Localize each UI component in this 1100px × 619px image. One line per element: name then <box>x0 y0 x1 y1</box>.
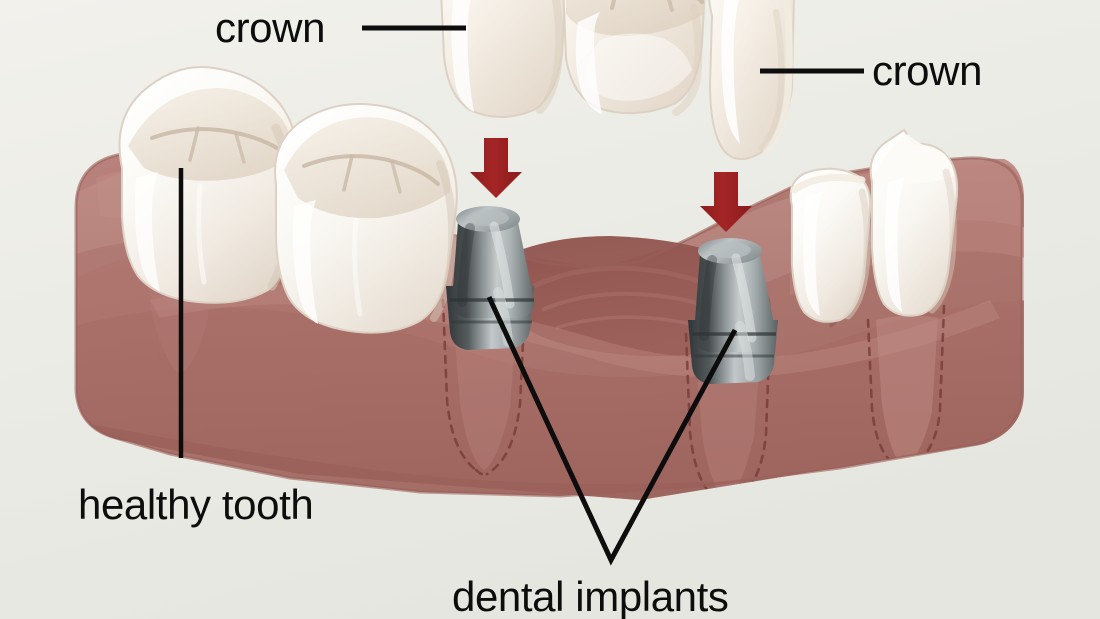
bridge-pontic-groove-b1 <box>610 0 617 10</box>
molar-1-groove-branch <box>188 126 200 162</box>
label-crown-right: crown <box>872 47 982 94</box>
text-labels: crown crown healthy tooth dental implant… <box>78 4 982 619</box>
healthy-teeth-group <box>118 66 458 334</box>
label-crown-left: crown <box>215 4 325 51</box>
implant-left-top-inner <box>467 210 509 226</box>
root-outline-left <box>441 298 478 472</box>
arrow-down-right <box>700 172 752 232</box>
bridge-pontic-middle <box>562 0 706 116</box>
label-healthy-tooth: healthy tooth <box>78 481 313 528</box>
molar-1-highlight-2 <box>196 183 207 285</box>
bridge-crown-right-highlight <box>721 0 740 144</box>
molar-2-contact-shadow <box>430 160 457 322</box>
right-teeth-group <box>789 128 959 323</box>
root-outline-left-base <box>474 468 489 476</box>
molar-2-groove-main <box>302 154 440 186</box>
right-tooth-1-highlight <box>803 192 822 316</box>
right-tooth-1-incisal <box>790 174 866 194</box>
bridge-crown-left <box>440 0 566 118</box>
right-tooth-2-shadow <box>928 168 957 314</box>
molar-1-occlusal <box>128 88 293 181</box>
molar-1-groove-branch2 <box>234 132 246 164</box>
molar-2-highlight <box>292 200 318 324</box>
right-tooth-2 <box>869 128 959 317</box>
implant-right-body <box>693 254 777 352</box>
implant-abutment-right <box>688 238 778 384</box>
implant-abutment-left <box>446 206 535 350</box>
bridge-crown-left-shade <box>536 0 564 114</box>
root-outline-right-2 <box>728 328 772 500</box>
placement-arrows <box>470 138 752 232</box>
bridge-crown-right-rim <box>762 0 793 154</box>
implant-right-specular-2 <box>699 255 717 341</box>
bridge-pontic-highlight <box>575 12 602 114</box>
dental-implants-group <box>446 206 778 384</box>
implant-left-specular-2 <box>457 223 475 307</box>
implant-right-specular <box>731 253 757 343</box>
molar-1-highlight <box>134 172 160 292</box>
molar-2-groove-branch2 <box>390 160 402 194</box>
bridge-pontic-groove-b2 <box>667 0 674 12</box>
leader-dental-implants <box>486 295 738 566</box>
bridge-crown-right-shade <box>759 9 785 151</box>
right-tooth-2-cusp <box>874 134 954 184</box>
implant-left-body <box>451 222 535 318</box>
molar-tooth-2 <box>274 103 458 334</box>
implant-left-specular <box>489 221 515 309</box>
root-outline-left-2 <box>485 300 527 476</box>
molar-tooth-1 <box>118 66 298 304</box>
molar-2-highlight-2 <box>352 217 363 317</box>
root-fill-tooth-right <box>876 315 938 468</box>
bridge-pontic-shade <box>672 4 703 116</box>
right-tooth-2-highlight <box>885 178 904 312</box>
right-tooth-1-shadow <box>844 188 871 320</box>
implant-right-collar-gloss <box>735 321 755 381</box>
label-dental-implants: dental implants <box>452 573 729 619</box>
molar-2-occlusal <box>284 117 451 219</box>
implant-right-top-inner <box>709 242 751 258</box>
leader-lines <box>178 25 864 566</box>
bridge-crown-right <box>708 0 795 160</box>
arrow-down-left <box>470 138 522 198</box>
molar-2-groove-branch <box>342 154 354 192</box>
right-tooth-1 <box>789 167 872 323</box>
bridge-prosthesis <box>440 0 795 160</box>
bridge-pontic-body-gloss <box>586 33 692 101</box>
molar-1-groove-main <box>150 127 282 152</box>
